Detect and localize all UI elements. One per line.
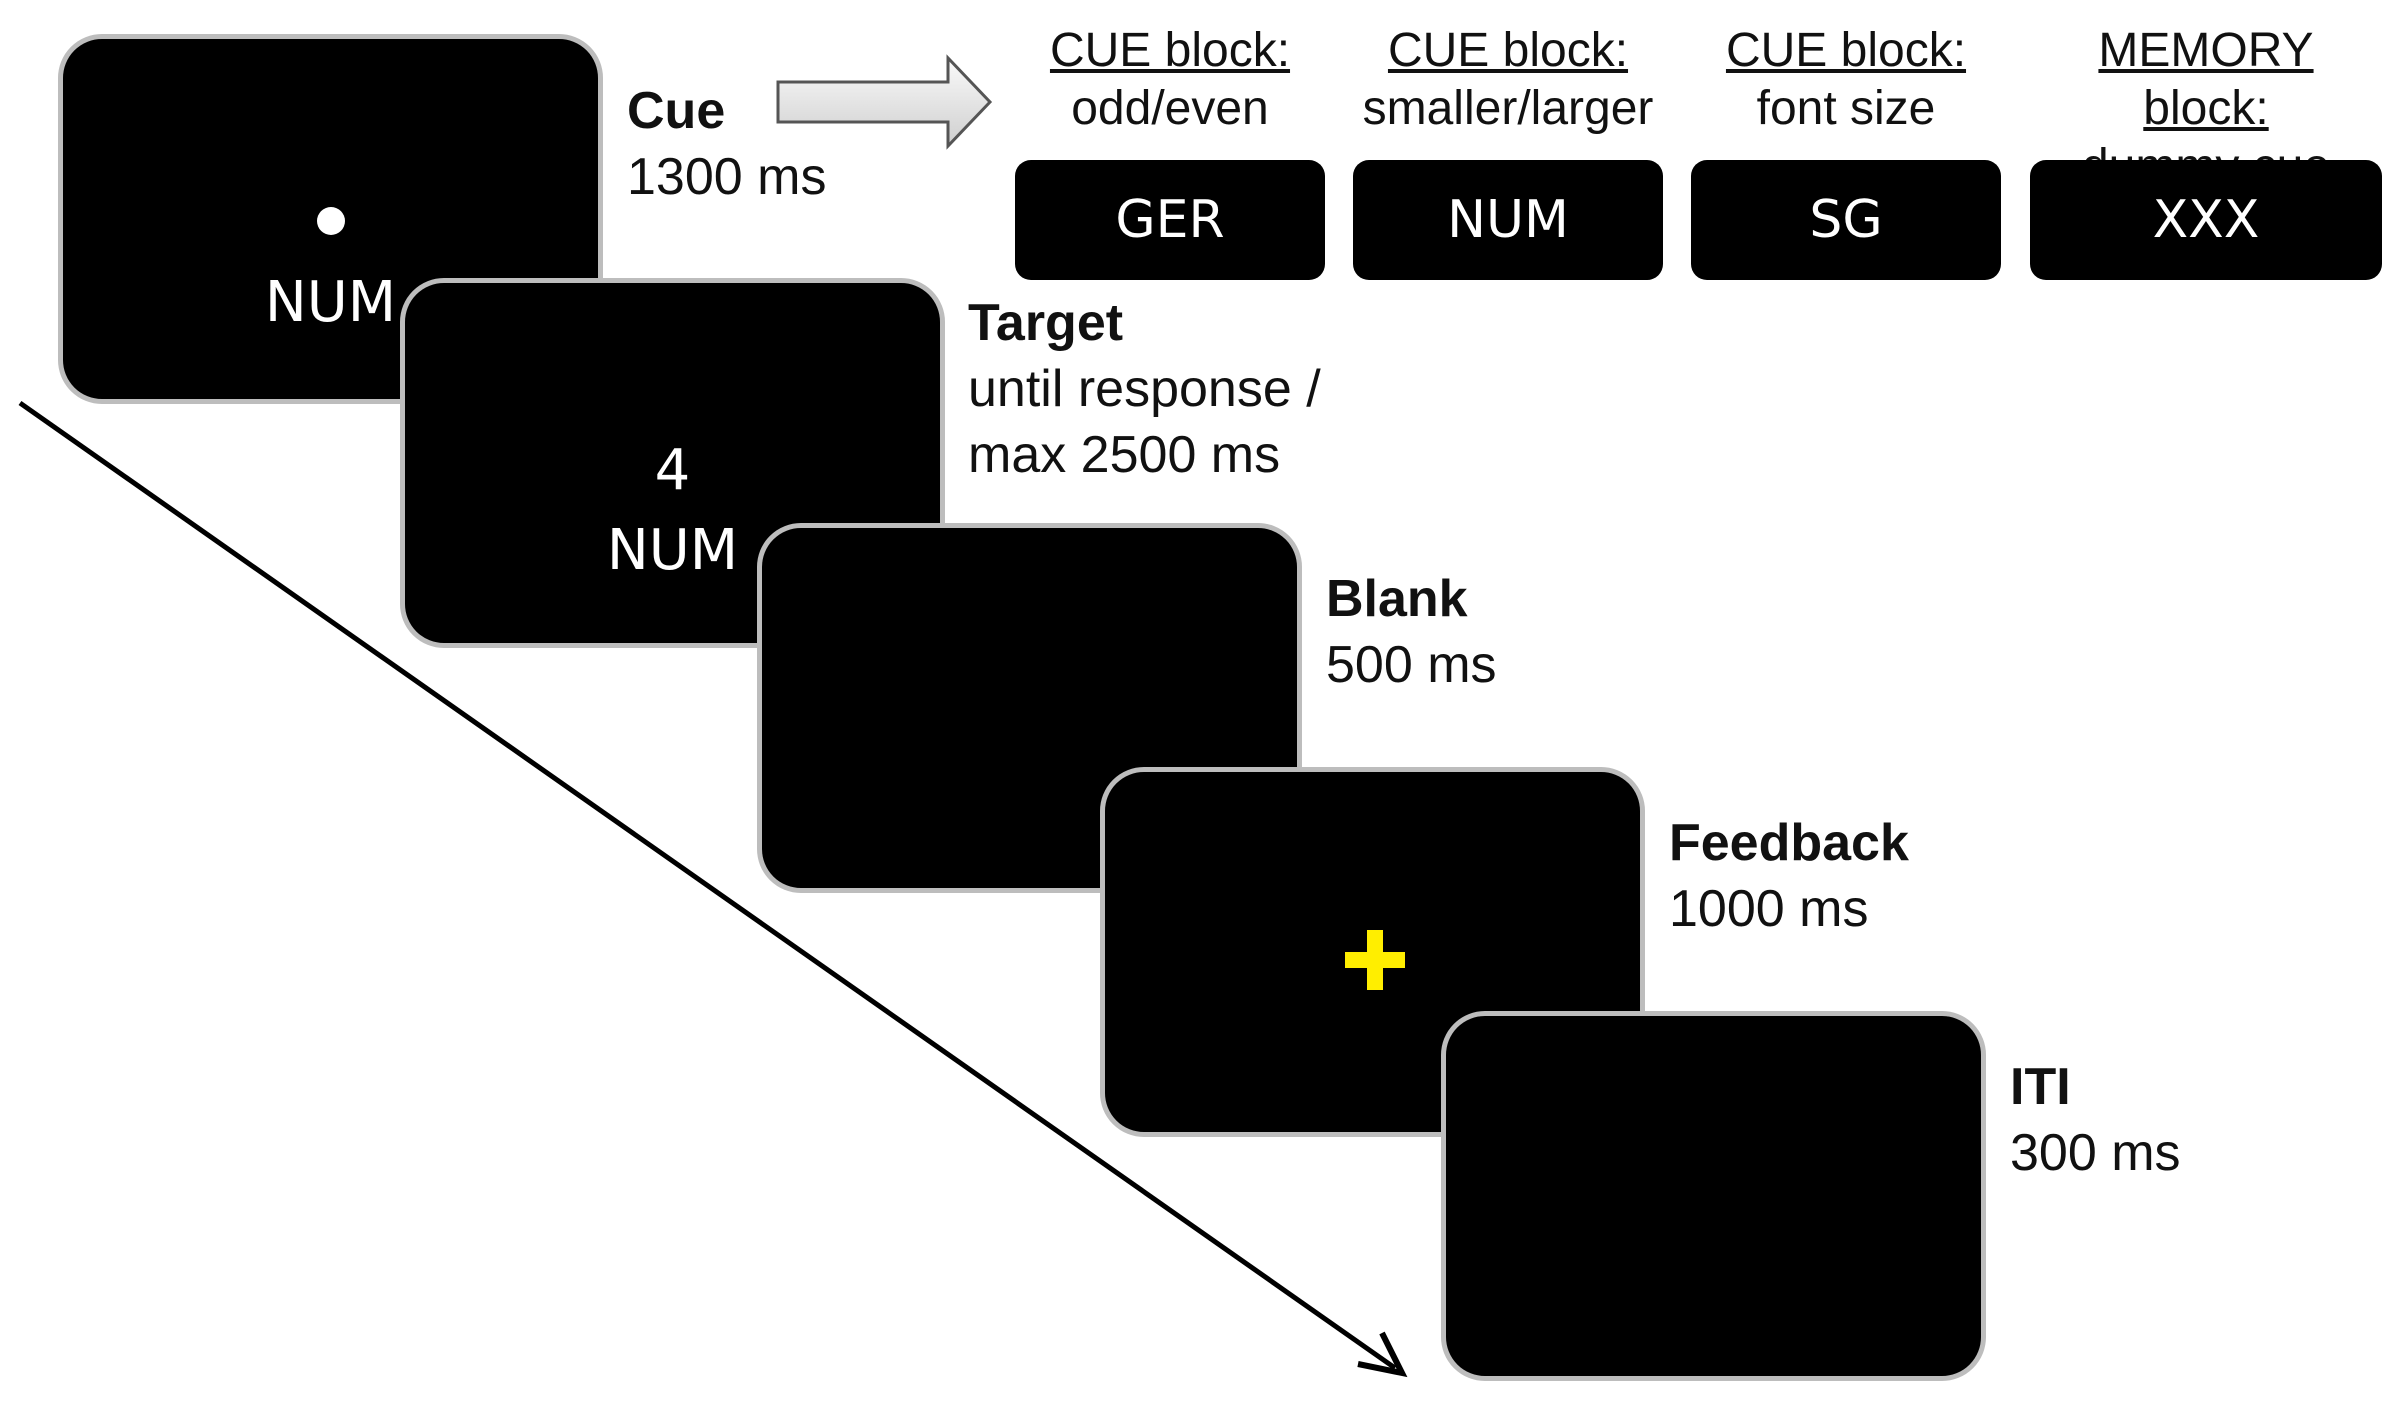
cue-box-sg: SG (1691, 160, 2001, 280)
cue-box-ger: GER (1015, 160, 1325, 280)
iti-phase-label: ITI 300 ms (2010, 1058, 2181, 1182)
cue-screen-text: NUM (264, 270, 397, 335)
target-phase-label: Target until response / max 2500 ms (968, 294, 1321, 484)
cue-block-title-1: CUE block: odd/even (1049, 24, 1291, 135)
plus-icon (1345, 930, 1405, 990)
cue-phase-label: Cue 1300 ms (627, 82, 827, 206)
cue-block-title-3: CUE block: font size (1725, 24, 1967, 135)
iti-screen (1441, 1011, 1986, 1381)
target-number: 4 (654, 438, 691, 503)
blank-phase-label: Blank 500 ms (1326, 570, 1497, 694)
feedback-phase-label: Feedback 1000 ms (1669, 814, 1909, 938)
cue-box-num: NUM (1353, 160, 1663, 280)
cue-block-title-2: CUE block: smaller/larger (1362, 24, 1654, 135)
cue-box-xxx: XXX (2030, 160, 2382, 280)
fixation-dot-icon (317, 207, 345, 235)
